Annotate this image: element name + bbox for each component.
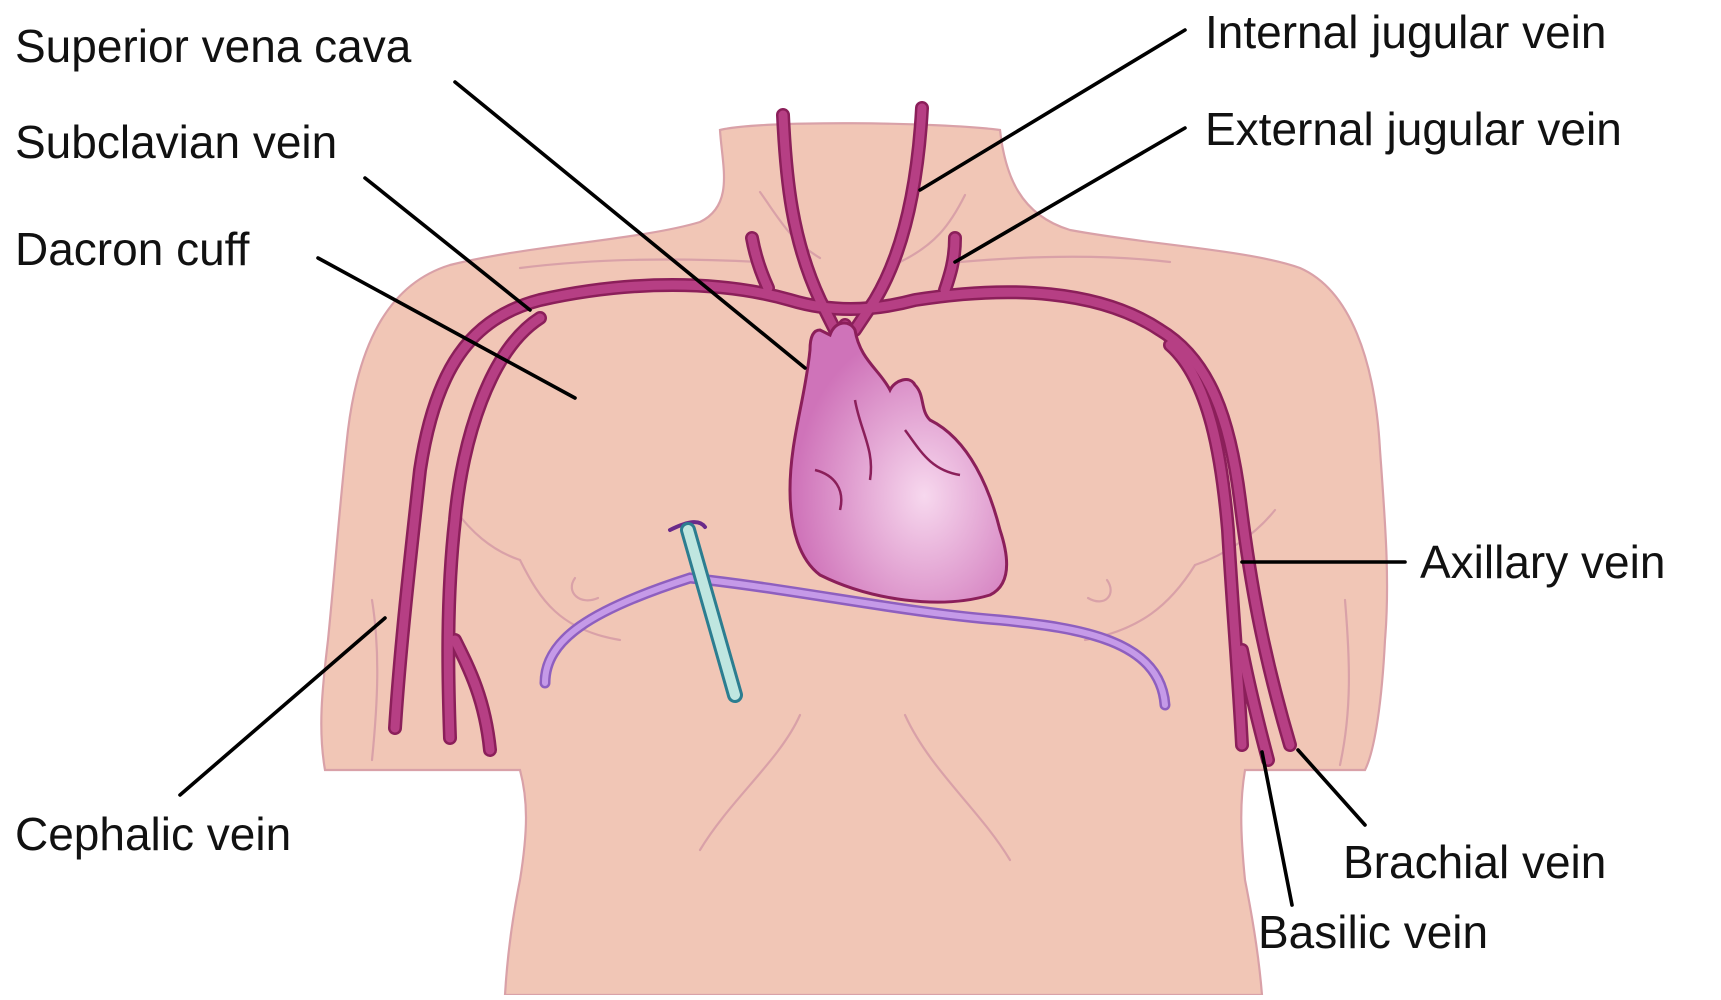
leader-basilic-vein: [1262, 752, 1292, 905]
label-internal-jugular-vein: Internal jugular vein: [1205, 6, 1606, 58]
leader-internal-jugular-vein: [920, 30, 1185, 190]
label-subclavian-vein: Subclavian vein: [15, 116, 337, 168]
label-brachial-vein: Brachial vein: [1343, 836, 1606, 888]
label-cephalic-vein: Cephalic vein: [15, 808, 291, 860]
label-axillary-vein: Axillary vein: [1420, 536, 1665, 588]
label-external-jugular-vein: External jugular vein: [1205, 103, 1622, 155]
label-dacron-cuff: Dacron cuff: [15, 223, 250, 275]
label-superior-vena-cava: Superior vena cava: [15, 20, 412, 72]
label-basilic-vein: Basilic vein: [1258, 906, 1488, 958]
